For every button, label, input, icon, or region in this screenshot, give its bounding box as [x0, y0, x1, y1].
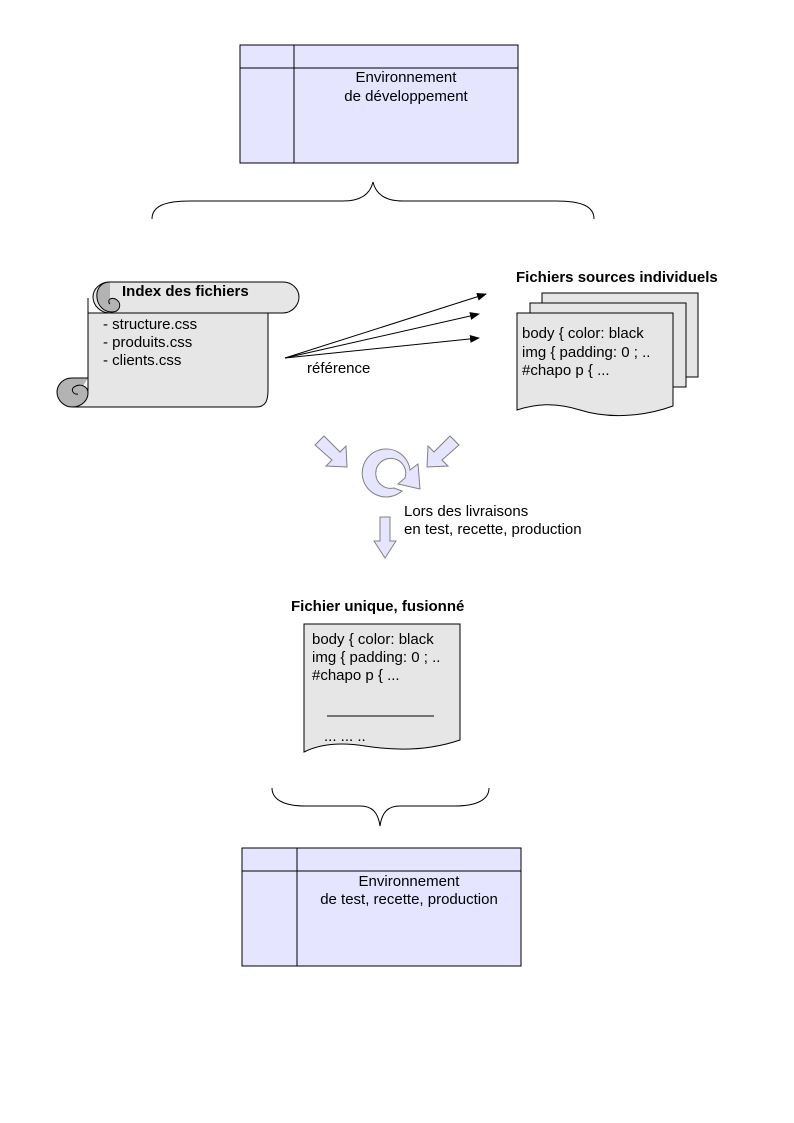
top-brace — [151, 181, 595, 220]
diagonal-arrow-right — [426, 435, 460, 468]
bottom-brace — [271, 787, 490, 827]
index-scroll-title: Index des fichiers — [122, 283, 249, 300]
dev-environment-box: Environnement de développement — [239, 44, 519, 164]
cycle-icon — [361, 448, 421, 498]
merged-file-line: body { color: black — [312, 631, 434, 648]
source-file-line: img { padding: 0 ; .. — [522, 344, 650, 361]
source-files-stack: Fichiers sources individuels body { colo… — [516, 269, 718, 417]
index-scroll: Index des fichiers - structure.css - pro… — [56, 281, 300, 408]
index-item: - structure.css — [103, 316, 197, 333]
source-files-title: Fichiers sources individuels — [516, 269, 718, 286]
dev-environment-title-line1: Environnement — [356, 69, 458, 86]
dev-environment-frame — [239, 44, 519, 164]
merged-file-ellipsis: ... ... .. — [324, 728, 366, 745]
merged-file-document — [303, 623, 461, 753]
merged-file: Fichier unique, fusionné body { color: b… — [291, 598, 464, 753]
merge-label-line2: en test, recette, production — [404, 521, 582, 538]
merged-file-line: img { padding: 0 ; .. — [312, 649, 440, 666]
reference-arrow — [284, 292, 487, 359]
source-file-front — [516, 312, 674, 417]
source-file-line: body { color: black — [522, 325, 644, 342]
diagonal-arrow-left — [314, 435, 348, 468]
test-environment-title-line1: Environnement — [359, 873, 461, 890]
reference-label: référence — [307, 360, 370, 377]
merge-process: Lors des livraisons en test, recette, pr… — [314, 435, 582, 559]
down-arrow — [373, 516, 397, 559]
index-item: - produits.css — [103, 334, 192, 351]
scroll-top-roll — [92, 281, 300, 314]
reference-arrow — [284, 334, 480, 359]
merged-file-line: #chapo p { ... — [312, 667, 400, 684]
source-file-line: #chapo p { ... — [522, 362, 610, 379]
scroll-bottom-curl — [56, 377, 89, 408]
dev-environment-title-line2: de développement — [344, 88, 468, 105]
scroll-top-curl — [96, 281, 121, 313]
test-environment-frame — [241, 847, 522, 967]
test-environment-box: Environnement de test, recette, producti… — [241, 847, 522, 967]
test-environment-title-line2: de test, recette, production — [320, 891, 498, 908]
merged-file-title: Fichier unique, fusionné — [291, 598, 464, 615]
merge-label-line1: Lors des livraisons — [404, 503, 528, 520]
reference-arrow — [284, 312, 480, 359]
index-item: - clients.css — [103, 352, 181, 369]
reference-arrows: référence — [284, 292, 487, 377]
